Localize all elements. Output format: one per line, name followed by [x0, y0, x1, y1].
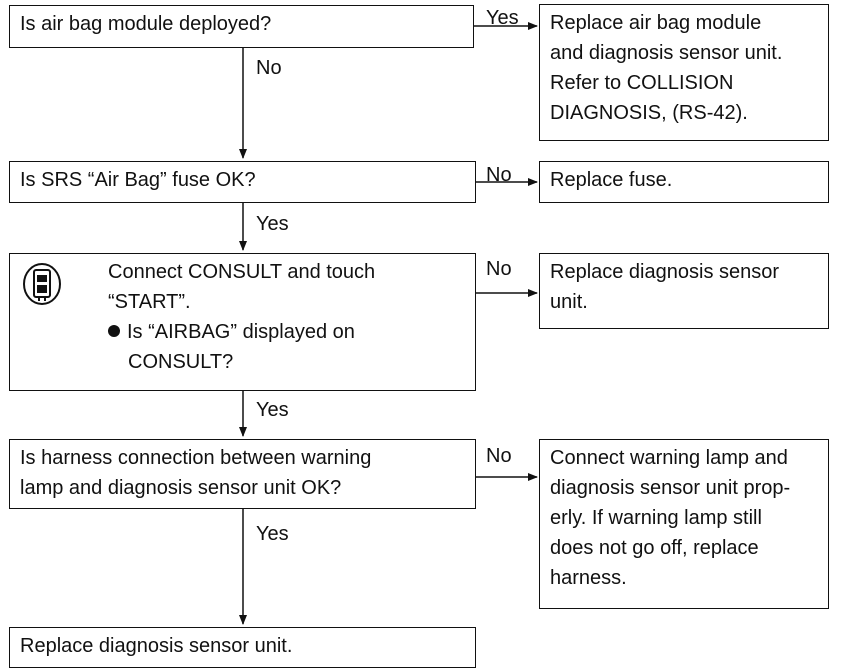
box-text-line: Is harness connection between warning: [20, 447, 372, 469]
box-text-line: Replace diagnosis sensor unit.: [20, 635, 293, 657]
box-text-line: Replace air bag module: [550, 12, 762, 34]
action-replace-sensor-unit: Replace diagnosis sensor unit.: [539, 253, 829, 329]
box-text-line: diagnosis sensor unit prop-: [550, 477, 791, 499]
action-replace-fuse: Replace fuse.: [539, 161, 829, 203]
question-harness-connection: Is harness connection between warning la…: [9, 439, 476, 509]
box-text-line: and diagnosis sensor unit.: [550, 42, 783, 64]
action-connect-lamp-and-sensor: Connect warning lamp and diagnosis senso…: [539, 439, 829, 609]
box-text-line: CONSULT?: [128, 351, 234, 373]
box-text-line: unit.: [550, 291, 588, 313]
label-q4-yes: Yes: [256, 523, 289, 545]
box-text-line: Connect CONSULT and touch: [108, 261, 376, 283]
question-fuse-ok: Is SRS “Air Bag” fuse OK?: [9, 161, 476, 203]
box-text-line: Connect warning lamp and: [550, 447, 788, 469]
label-q1-yes: Yes: [486, 7, 519, 29]
label-q1-no: No: [256, 57, 282, 79]
question-airbag-deployed: Is air bag module deployed?: [9, 5, 474, 48]
box-text-line: lamp and diagnosis sensor unit OK?: [20, 477, 342, 499]
box-text-line: Replace diagnosis sensor: [550, 261, 780, 283]
box-text-line: DIAGNOSIS, (RS-42).: [550, 102, 748, 124]
action-replace-sensor-unit-final: Replace diagnosis sensor unit.: [9, 627, 476, 668]
box-text-line: harness.: [550, 567, 627, 589]
bullet-item: Is “AIRBAG” displayed on: [20, 317, 465, 347]
bullet-dot-icon: [108, 325, 120, 337]
box-text-line: Is air bag module deployed?: [20, 13, 272, 35]
box-text-line: erly. If warning lamp still: [550, 507, 762, 529]
label-q4-no: No: [486, 445, 512, 467]
box-text-line: does not go off, replace: [550, 537, 759, 559]
box-text-line: Is “AIRBAG” displayed on: [127, 321, 355, 343]
label-q2-no: No: [486, 164, 512, 186]
box-text-line: “START”.: [108, 291, 191, 313]
label-q3-no: No: [486, 258, 512, 280]
label-q2-yes: Yes: [256, 213, 289, 235]
question-consult-airbag: Connect CONSULT and touch “START”. Is “A…: [9, 253, 476, 391]
box-text-line: Is SRS “Air Bag” fuse OK?: [20, 169, 256, 191]
consult-tool-icon: [23, 263, 61, 305]
action-replace-module-and-sensor: Replace air bag module and diagnosis sen…: [539, 4, 829, 141]
box-text-line: Refer to COLLISION: [550, 72, 734, 94]
box-text-line: Replace fuse.: [550, 169, 673, 191]
label-q3-yes: Yes: [256, 399, 289, 421]
